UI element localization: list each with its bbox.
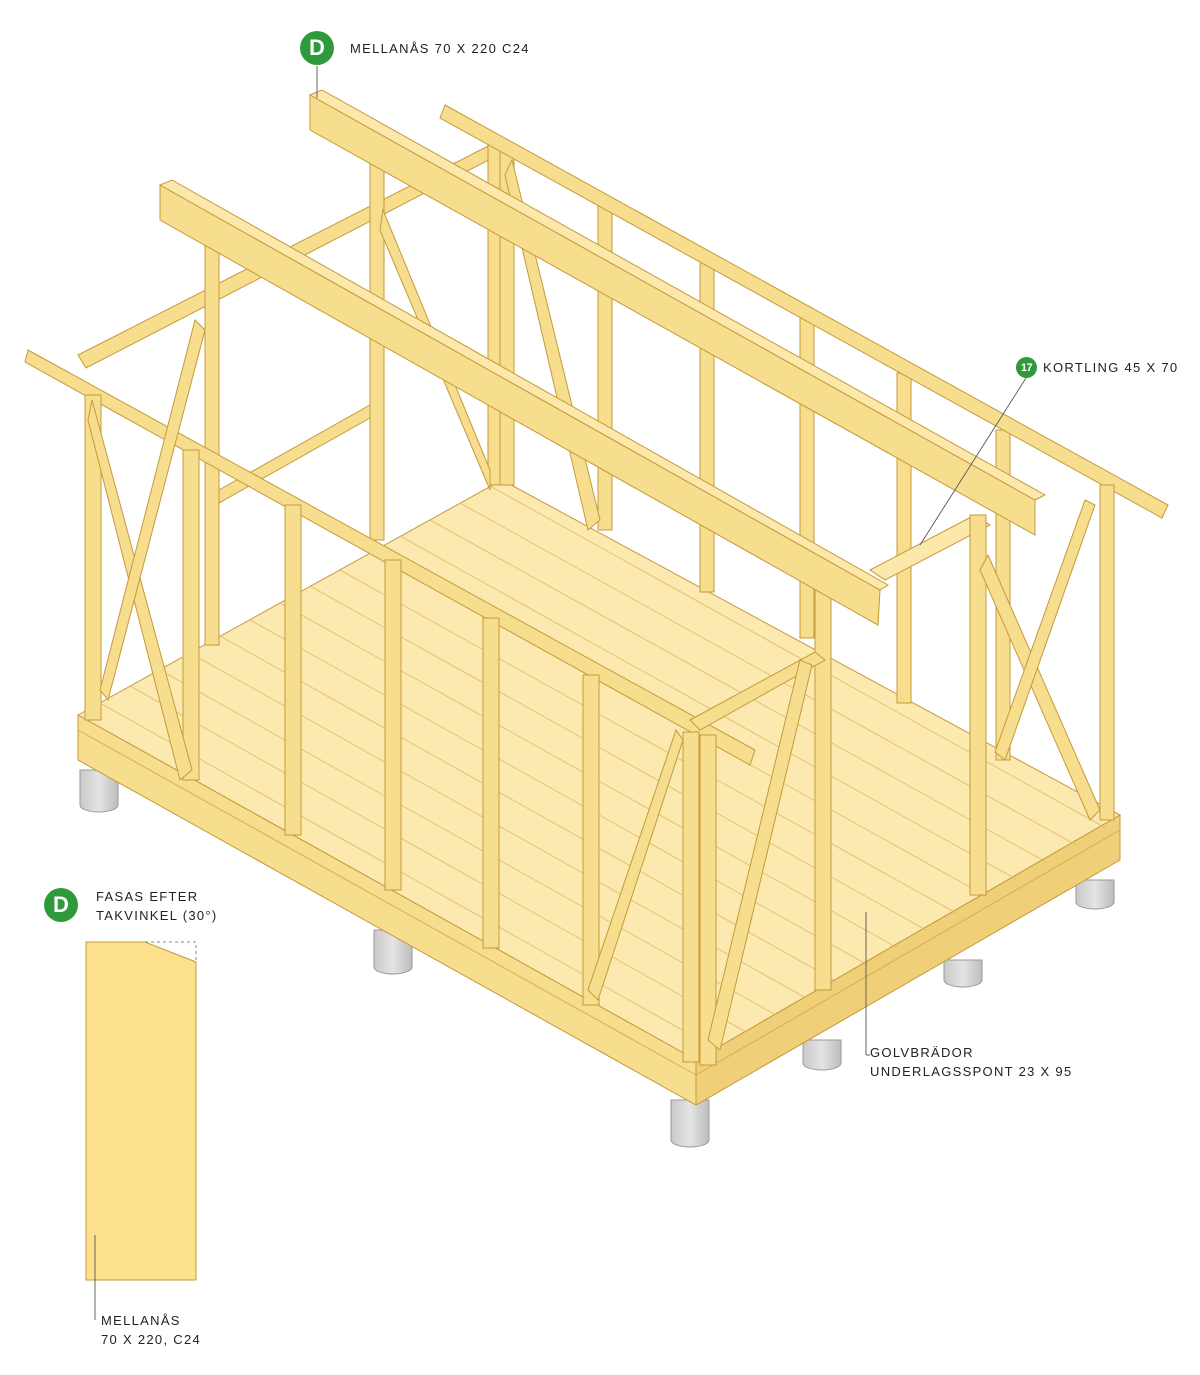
wall-brace: [587, 728, 684, 1001]
detail-drawing: [85, 941, 197, 1281]
detail-badge-d: D: [44, 888, 78, 922]
end-stud: [1099, 484, 1115, 821]
end-brace: [707, 659, 813, 1051]
pier: [79, 769, 119, 813]
end-brace: [979, 553, 1101, 821]
wall-brace: [87, 399, 193, 781]
concrete-piers: [79, 769, 1115, 1148]
floor-side-face: [695, 814, 1121, 1106]
detail-part-line2: 70 X 220, C24: [101, 1332, 202, 1347]
back-nogging: [218, 404, 371, 504]
wall-stud: [582, 674, 600, 1006]
wall-stud: [284, 504, 302, 836]
ridge-beam-mellanas: [308, 89, 1047, 536]
callout-badge-d-mellanas: D: [300, 31, 334, 65]
left-top-plate: [24, 349, 756, 766]
pier: [1075, 879, 1115, 910]
detail-part-line1: MELLANÅS: [101, 1313, 181, 1328]
pier: [802, 1039, 842, 1071]
end-wall: [689, 484, 1115, 1066]
wall-brace: [99, 319, 206, 702]
end-stud: [814, 569, 832, 991]
wall-stud: [182, 449, 200, 781]
front-mellanas: [158, 179, 889, 626]
mellanas-label: MELLANÅS 70 X 220 C24: [350, 41, 530, 56]
detail-beam: [85, 941, 197, 1281]
detail-title-line2: TAKVINKEL (30°): [96, 908, 218, 923]
back-stud: [204, 224, 220, 646]
kortling-label: KORTLING 45 X 70: [1043, 360, 1179, 375]
left-long-wall: [24, 319, 756, 1063]
pier: [670, 1099, 710, 1148]
wall-stud: [682, 731, 700, 1063]
end-stud: [969, 514, 987, 896]
end-top-plate: [689, 651, 826, 731]
leader-lines: [94, 66, 1027, 1320]
wall-stud: [84, 394, 102, 721]
pier: [943, 959, 983, 988]
kortling: [869, 514, 991, 581]
end-brace: [994, 499, 1096, 761]
underlagsspont-label: UNDERLAGSSPONT 23 X 95: [870, 1064, 1073, 1079]
callout-badge-17-kortling: 17: [1016, 357, 1037, 378]
detail-cut-line: [145, 941, 197, 962]
right-wall-top-beam: [439, 104, 1169, 519]
golvbrador-label: GOLVBRÄDOR: [870, 1045, 974, 1060]
wall-stud: [384, 559, 402, 891]
wall-stud: [482, 617, 500, 949]
detail-title-line1: FASAS EFTER: [96, 889, 199, 904]
end-stud: [699, 734, 717, 1066]
